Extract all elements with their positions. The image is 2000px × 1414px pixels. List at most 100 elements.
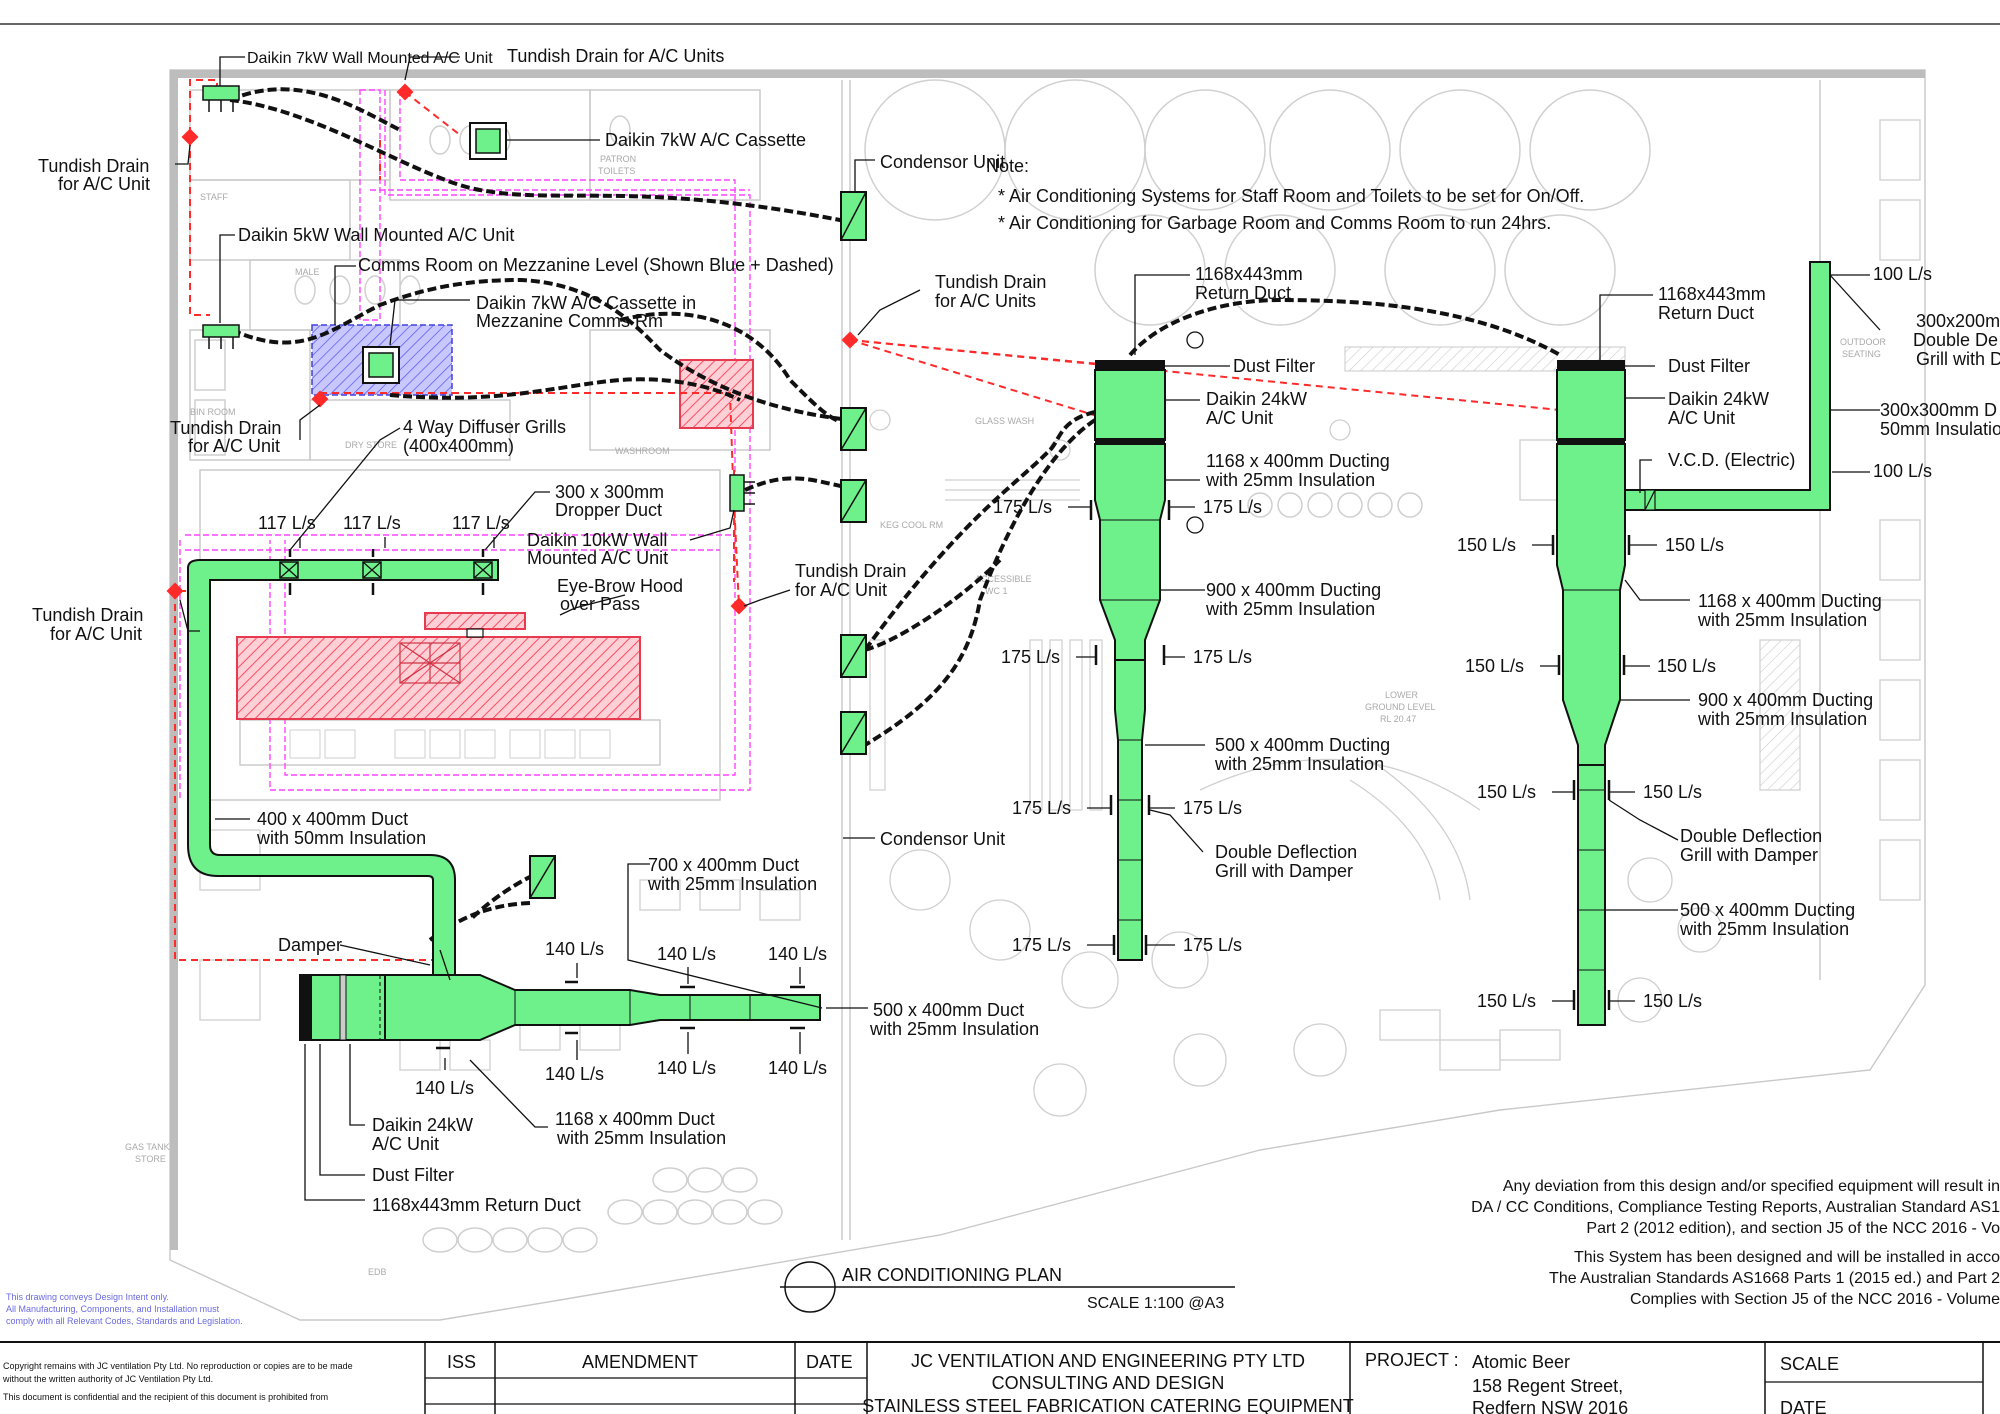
label-hood-1: Eye-Brow Hood [557,576,683,596]
flow-labels: 117 L/s 117 L/s 117 L/s 140 L/s 140 L/s … [258,497,1724,1098]
room-label-staff: STAFF [200,192,228,202]
room-label-keg-cool-room: KEG COOL RM [880,520,943,530]
room-label-accessible: ACCESSIBLE [975,574,1032,584]
label-u2-return-2: Return Duct [1195,283,1291,303]
wall-unit-7kw [202,85,240,112]
label-r-dd3: Grill with D [1916,349,2000,369]
condensor-unit-5 [840,634,867,678]
label-u2-ac-2: A/C Unit [1206,408,1273,428]
label-u2-d500-1: 500 x 400mm Ducting [1215,735,1390,755]
label-tundish-b2: for A/C Unit [188,436,280,456]
label-ac24-1: Daikin 24kW [372,1115,473,1135]
flow-140-6: 140 L/s [657,1058,716,1078]
room-label-glass-wash: GLASS WASH [975,416,1034,426]
eyebrow-hood [424,612,526,630]
design-note-1: This drawing conveys Design Intent only. [6,1292,169,1302]
label-u3-dust: Dust Filter [1668,356,1750,376]
flow-117-2: 117 L/s [343,513,401,533]
room-label-patron: PATRON [600,154,636,164]
label-u2-dust: Dust Filter [1233,356,1315,376]
label-comms-room: Comms Room on Mezzanine Level (Shown Blu… [358,255,834,275]
kitchen-hood-canopy [236,636,641,720]
flow-140-3: 140 L/s [768,944,827,964]
flow-175-8: 175 L/s [1183,935,1242,955]
label-duct700-2: with 25mm Insulation [647,874,817,894]
tb-amendment-header: AMENDMENT [582,1352,698,1372]
label-r-dd2: Double De [1913,330,1998,350]
label-tundish-c2: for A/C Unit [795,580,887,600]
label-u3-d1168-1: 1168 x 400mm Ducting [1698,591,1882,611]
tb-company-1: JC VENTILATION AND ENGINEERING PTY LTD [911,1351,1305,1371]
cooktop-burners [399,642,461,684]
grill-markers [288,500,1631,1050]
duct-system-bar [1094,331,1204,961]
condensor-unit-6 [840,711,867,755]
label-diffuser-2: (400x400mm) [403,436,514,456]
tb-company-3: STAINLESS STEEL FABRICATION CATERING EQU… [862,1396,1353,1414]
flow-175-4: 175 L/s [1193,647,1252,667]
room-label-washroom: WASHROOM [615,446,670,456]
label-r-dd1: 300x200m [1916,311,2000,331]
flow-175-6: 175 L/s [1183,798,1242,818]
wall-unit-5kw [202,324,240,349]
tb-project-1: Atomic Beer [1472,1352,1570,1372]
label-u3-ac-2: A/C Unit [1668,408,1735,428]
label-duct400-2: with 50mm Insulation [256,828,426,848]
label-u2-d900-1: 900 x 400mm Ducting [1206,580,1381,600]
tb-project-label: PROJECT : [1365,1350,1459,1370]
label-wall-10kw-1: Daikin 10kW Wall [527,530,667,550]
label-duct500-2: with 25mm Insulation [869,1019,1039,1039]
label-tundish-d1: Tundish Drain [32,605,143,625]
label-condensor-bottom: Condensor Unit [880,829,1005,849]
label-condensor-top: Condensor Unit [880,152,1005,172]
label-diffuser-1: 4 Way Diffuser Grills [403,417,566,437]
label-u2-grill-2: Grill with Damper [1215,861,1353,881]
condensor-unit-kitchen [840,479,867,523]
label-duct1168-2: with 25mm Insulation [556,1128,726,1148]
label-u3-d1168-2: with 25mm Insulation [1697,610,1867,630]
design-note-2: All Manufacturing, Components, and Insta… [6,1304,220,1314]
label-u3-return-2: Return Duct [1658,303,1754,323]
label-tundish-mid-1: Tundish Drain [935,272,1046,292]
tb-project-3: Redfern NSW 2016 [1472,1398,1628,1414]
title-block: Copyright remains with JC ventilation Pt… [0,1341,2000,1414]
copyright-1: Copyright remains with JC ventilation Pt… [3,1361,353,1371]
room-label-gas-tank: GAS TANK [125,1142,170,1152]
label-hood-2: over Pass [560,594,640,614]
label-tundish-c1: Tundish Drain [795,561,906,581]
label-u2-d1168-1: 1168 x 400mm Ducting [1206,451,1390,471]
label-r-100b: 100 L/s [1873,461,1932,481]
room-label-dry-store: DRY STORE [345,440,397,450]
room-label-edb: EDB [368,1267,387,1277]
note-line-2: * Air Conditioning for Garbage Room and … [998,213,1551,233]
copyright-3: This document is confidential and the re… [3,1392,328,1402]
flow-140-7: 140 L/s [768,1058,827,1078]
label-u3-grill-2: Grill with Damper [1680,845,1818,865]
label-duct700-1: 700 x 400mm Duct [648,855,799,875]
cassette-7kw [469,122,507,160]
flow-140-1: 140 L/s [545,939,604,959]
flow-arrows [299,506,1657,1070]
label-tundish-mid-2: for A/C Units [935,291,1036,311]
label-u3-d500-2: with 25mm Insulation [1679,919,1849,939]
label-tundish-a2: for A/C Unit [58,174,150,194]
room-label-ground-level: GROUND LEVEL [1365,702,1436,712]
room-label-male: MALE [295,267,320,277]
annotation-labels: Daikin 7kW Wall Mounted A/C Unit Tundish… [32,46,2000,1215]
compliance-notes: Any deviation from this design and/or sp… [1471,1178,2000,1308]
tb-scale-header: SCALE [1780,1354,1839,1374]
flow-150-5: 150 L/s [1477,782,1536,802]
designed-1: This System has been designed and will b… [1574,1249,2000,1266]
room-label-seating: SEATING [1842,349,1881,359]
label-u3-d500-1: 500 x 400mm Ducting [1680,900,1855,920]
leader-lines [175,56,1881,1201]
label-tundish-units-top: Tundish Drain for A/C Units [507,46,724,66]
label-wall-10kw-2: Mounted A/C Unit [527,548,668,568]
duct-system-lounge [1556,261,1831,1026]
room-label-outdoor: OUTDOOR [1840,337,1886,347]
label-u3-grill-1: Double Deflection [1680,826,1822,846]
label-return-duct: 1168x443mm Return Duct [372,1195,581,1215]
note-title: Note: [986,156,1029,176]
flow-175-1: 175 L/s [993,497,1052,517]
label-u2-return-1: 1168x443mm [1195,264,1303,284]
